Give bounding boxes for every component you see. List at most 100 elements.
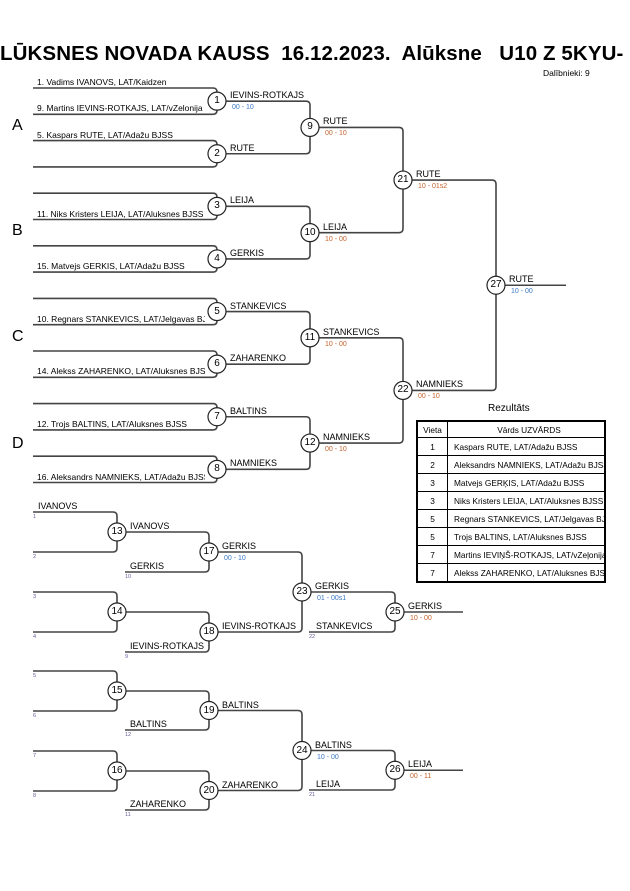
match-winner: ZAHARENKO — [222, 779, 279, 790]
connector-line — [226, 205, 311, 233]
match-score: 10 - 00 — [511, 288, 533, 296]
name-cell: Alekss ZAHARENKO, LAT/Aluksnes BJSS — [447, 563, 606, 583]
match-number: 19 — [203, 704, 215, 716]
match-circle — [292, 740, 312, 761]
connector-line — [226, 232, 311, 260]
match-circle — [199, 622, 219, 642]
match-circle — [385, 760, 405, 780]
source-label: 8 — [33, 793, 37, 799]
match-number: 25 — [389, 606, 401, 617]
connector-line — [33, 139, 218, 154]
entry-label: STANKEVICS — [316, 621, 373, 631]
match-circle — [107, 681, 127, 701]
connector-line — [33, 612, 118, 633]
entry-label: 16. Aleksandrs NAMNIEKS, LAT/Adažu BJSS — [37, 471, 205, 482]
name-cell: Kaspars RUTE, LAT/Adažu BJSS — [447, 437, 606, 456]
connector-line — [226, 127, 311, 155]
match-number: 15 — [111, 685, 123, 696]
match-winner: NAMNIEKS — [230, 458, 278, 469]
group-label: C — [12, 328, 24, 345]
connector-line — [33, 670, 118, 691]
match-number: 27 — [490, 279, 502, 291]
connector-line — [33, 402, 218, 417]
match-number: 1 — [214, 95, 220, 107]
match-winner: RUTE — [416, 169, 441, 180]
match-winner: GERKIS — [230, 247, 265, 258]
match-number: 9 — [307, 121, 313, 133]
column-header: Vārds UZVĀRDS — [447, 420, 606, 438]
match-winner: LEIJA — [323, 221, 348, 232]
connector-line — [226, 310, 311, 338]
connector-line — [319, 390, 404, 444]
place-cell: 2 — [416, 455, 448, 474]
entry-label: 15. Matvejs GERKIS, LAT/Adažu BJSS — [37, 261, 185, 272]
entry-label: BALTINS — [130, 719, 167, 729]
name-cell: Matvejs GERĶIS, LAT/Adažu BJSS — [447, 473, 606, 492]
entry-label: 14. Alekss ZAHARENKO, LAT/Aluksnes BJSS — [37, 366, 205, 377]
match-winner: NAMNIEKS — [416, 379, 464, 390]
match-winner: IEVINS-ROTKAJS — [222, 621, 297, 631]
match-score: 10 - 00 — [325, 340, 347, 348]
entry-label: 10. Regnars STANKEVICS, LAT/Jelgavas BJS… — [37, 313, 205, 324]
source-label: 4 — [33, 634, 37, 640]
connector-line — [126, 770, 210, 791]
match-winner: RUTE — [230, 142, 255, 153]
match-circle — [207, 354, 227, 374]
match-winner: ZAHARENKO — [230, 353, 287, 364]
source-label: 6 — [33, 713, 37, 719]
source-label: 3 — [33, 594, 37, 600]
match-winner: BALTINS — [315, 739, 352, 750]
match-number: 21 — [397, 174, 409, 186]
source-label: 21 — [309, 792, 316, 798]
match-winner: GERKIS — [315, 581, 350, 591]
match-number: 8 — [214, 463, 220, 475]
connector-line — [125, 632, 210, 653]
connector-line — [311, 749, 396, 771]
connector-line — [412, 285, 497, 392]
match-number: 26 — [389, 764, 401, 776]
page-title: LŪKSNES NOVADA KAUSS 16.12.2023. Alūksne… — [0, 42, 624, 65]
place-cell: 3 — [416, 473, 448, 492]
match-score: 00 - 10 — [418, 393, 440, 401]
source-label: 2 — [33, 554, 37, 560]
connector-line — [226, 415, 311, 444]
match-winner: NAMNIEKS — [323, 432, 371, 443]
match-circle — [385, 602, 405, 622]
match-circle — [393, 380, 413, 401]
match-number: 18 — [203, 626, 215, 637]
connector-line — [125, 552, 210, 573]
match-score: 00 - 10 — [325, 446, 347, 454]
match-circle — [207, 459, 227, 479]
match-circle — [107, 761, 127, 781]
connector-line — [33, 192, 218, 207]
match-winner: STANKEVICS — [323, 326, 380, 337]
connector-line — [218, 709, 303, 751]
match-number: 24 — [296, 744, 308, 756]
source-label: 7 — [33, 753, 37, 759]
connector-line — [218, 551, 303, 592]
connector-line — [33, 297, 218, 312]
place-cell: 1 — [416, 437, 448, 456]
entry-label: 5. Kaspars RUTE, LAT/Adažu BJSS — [37, 129, 173, 140]
connector-line — [33, 153, 218, 168]
match-circle — [199, 542, 219, 562]
match-winner: RUTE — [509, 274, 534, 285]
match-score: 10 - 00 — [325, 235, 347, 243]
match-circle — [486, 275, 506, 295]
match-score: 01 - 00s1 — [317, 595, 347, 602]
connector-line — [311, 591, 396, 612]
group-label: B — [12, 222, 23, 239]
group-label: D — [12, 435, 24, 452]
entry-label: 9. Martins IEVINS-ROTKAJS, LAT/vZelonija… — [37, 103, 205, 114]
match-winner: IVANOVS — [130, 521, 170, 531]
match-circle — [107, 602, 127, 622]
source-label: 12 — [125, 732, 132, 738]
